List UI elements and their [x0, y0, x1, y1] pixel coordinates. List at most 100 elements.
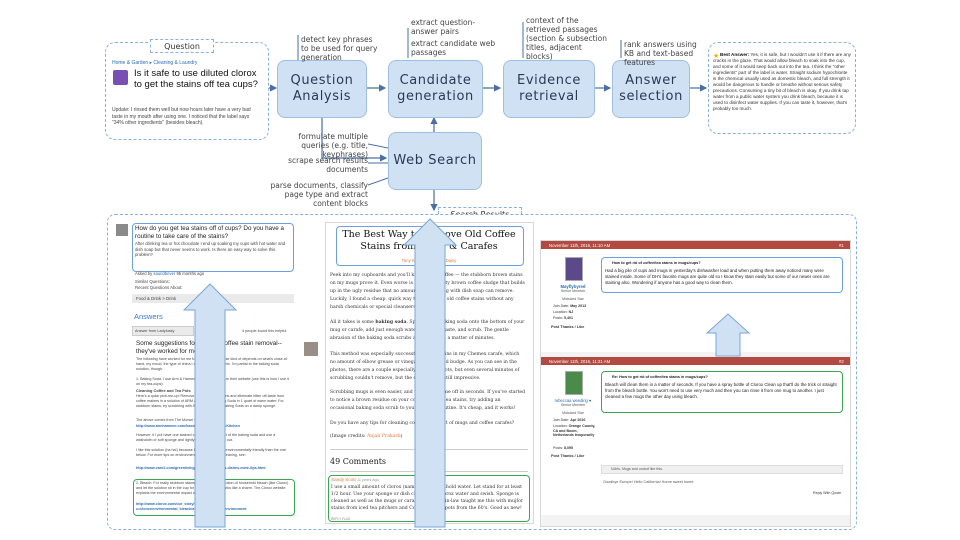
helpful-count: 4 people found this helpful: [242, 329, 287, 333]
user2-posts: Posts: 8,095: [553, 446, 573, 450]
post2-body: [541, 365, 850, 515]
answer-link-3[interactable]: http://www.clorox.com/our_story/article.…: [136, 502, 247, 511]
left-question-title: How do you get tea stains off of cups? D…: [135, 225, 285, 240]
user2-joined: Join Date: Apr 2016: [553, 418, 585, 422]
user2-avatar: [565, 371, 583, 395]
mid-divider-2: [330, 471, 528, 472]
question-breadcrumb[interactable]: Home & Garden ▸ Cleaning & Laundry: [112, 60, 198, 66]
left-question-box: [132, 223, 294, 272]
p2-pre: All it takes is some: [330, 320, 374, 325]
user1-posts-key: Posts:: [553, 316, 563, 320]
post2-content-box: [601, 371, 843, 413]
asked-time: 95 months ago: [176, 271, 205, 276]
asked-by-label: Asked by: [135, 271, 153, 276]
answer-title: Some suggestions for tea and coffee stai…: [136, 340, 282, 355]
answer-link-1[interactable]: http://www.armhammer.com/basics/tips.asp…: [136, 424, 240, 428]
comment-reply[interactable]: REPLY FLAG: [331, 517, 351, 521]
user2-posts-val: 8,095: [564, 446, 573, 450]
mid-paragraph-2: All it takes is some baking soda. Sprink…: [330, 319, 526, 343]
post1-number[interactable]: #1: [839, 242, 844, 248]
similar-questions: Similar Questions:: [135, 279, 170, 284]
likes-text: NJirls, Mugs and undorf like this.: [611, 466, 663, 471]
post1-thanks[interactable]: Post Thanks / Like: [551, 325, 585, 329]
user1-joined: Join Date: May 2013: [553, 304, 586, 308]
note-question-analysis: detect key phrases to be used for query …: [301, 35, 378, 62]
question-label: Question: [150, 39, 214, 53]
post1-title: How to get rid of coffee/tea stains in m…: [612, 261, 701, 265]
likes-bar: [601, 465, 843, 474]
user-avatar: [116, 224, 128, 236]
user1-rank: Senior Member: [560, 289, 586, 293]
post2-number[interactable]: #2: [839, 358, 844, 364]
credits-pre: (Image credits:: [330, 434, 366, 439]
user2-joined-key: Join Date:: [553, 418, 570, 422]
answer-body-5: However, if I put have one stained cup I…: [136, 433, 276, 442]
stage-evidence-retrieval: Evidence retrieval: [503, 60, 595, 118]
answer-body-4: The above comes from The Morsel website …: [136, 418, 211, 422]
user2-joined-val: Apr 2016: [570, 418, 586, 422]
stage-candidate-generation: Candidate generation: [388, 60, 483, 118]
answer-body-2: 1. Baking Soda. I use Arm & Hammer bakin…: [136, 377, 289, 386]
p2-bold: baking soda: [375, 320, 407, 325]
best-answer-body: Yes, it is safe, but I wouldn't use it i…: [713, 52, 851, 111]
post1-content-box: [601, 257, 843, 293]
post1-date: November 11th, 2016, 11:10 AM: [549, 242, 611, 248]
mid-doc-screenshot: The Best Way to Remove Old Coffee Stains…: [325, 222, 534, 524]
post2-header: [541, 357, 850, 365]
answer-link-2[interactable]: http://www.care2.com/greenliving/tips-ho…: [136, 466, 266, 470]
credits-post: ): [400, 434, 403, 439]
user2-posts-key: Posts:: [553, 446, 563, 450]
mid-paragraph-5: Do you have any tips for cleaning coffee…: [330, 421, 515, 426]
note-parse-documents: parse documents, classify page type and …: [270, 181, 368, 208]
signature: Goodbye Europe! Hello California! Home s…: [603, 480, 695, 484]
note-candidate-passages: extract candidate web passages: [411, 39, 496, 57]
commenter[interactable]: Sandy Scott: [331, 477, 356, 482]
left-question-text: After drinking tea or hot chocolate I en…: [135, 241, 286, 257]
mid-paragraph-3: This method was especially successful fo…: [330, 352, 520, 381]
user2-loc-val: Orange County, CA and Boom, Netherlands …: [553, 424, 596, 438]
post2-date: November 11th, 2016, 11:21 AM: [549, 358, 611, 364]
user1-posts-val: 5,401: [564, 316, 573, 320]
mid-paragraph-1: Peek into my cupboards and you'll know I…: [330, 273, 525, 310]
comment-text: I use a small amount of clorox (name bra…: [331, 485, 524, 511]
best-answer-panel: [708, 42, 856, 134]
answer-subheading: Cleaning Coffee and Tea Pots: [136, 388, 191, 393]
left-asked-by: Asked by saundbever 95 months ago: [135, 271, 285, 278]
post2-thanks[interactable]: Post Thanks / Like: [551, 454, 585, 458]
note-scrape-results: scrape search results documents: [288, 156, 368, 174]
mid-byline[interactable]: Tony Kessler Tree and Daisy: [401, 258, 457, 263]
left-doc-screenshot: How do you get tea stains off of cups? D…: [114, 222, 298, 518]
mid-paragraph-4: Scrubbing mugs is even easier, and the s…: [330, 390, 526, 411]
mid-image-credits: (Image credits: Anjali Prakash): [330, 434, 526, 439]
user1-loc-key: Location:: [553, 310, 568, 314]
category-text[interactable]: Food & Drink > Drink: [136, 296, 176, 301]
user2-name[interactable]: rebeccaa weeding ♥: [554, 398, 592, 403]
user1-name[interactable]: Mayflybyred: [560, 284, 586, 289]
best-answer-text: Best Answer: Yes, it is safe, but I woul…: [713, 52, 851, 112]
stage-web-search: Web Search: [388, 132, 482, 190]
comments-count: 49 Comments: [330, 457, 387, 466]
answers-heading: Answers: [134, 312, 163, 321]
answer-from: Answer from LadyIusky: [135, 329, 175, 333]
post1-header: [541, 241, 850, 249]
note-formulate-queries: formulate multiple queries (e.g. title, …: [298, 132, 369, 159]
user1-badge: Midsized Star: [562, 297, 584, 301]
mid-article-title: The Best Way to Remove Old Coffee Stains…: [342, 229, 516, 252]
user2-location: Location: Orange County, CA and Boom, Ne…: [553, 424, 599, 438]
yahoo-answer-icon: [113, 70, 128, 85]
answer-body-6: I like this solution (ha ha!) because I …: [136, 448, 286, 457]
user1-joined-key: Join Date:: [553, 304, 570, 308]
answer-body-1: The following have worked for me for the…: [136, 357, 287, 371]
credits-link[interactable]: Anjali Prakash: [366, 434, 401, 439]
reply-quote-button[interactable]: Reply With Quote: [813, 491, 842, 495]
post1-body: [541, 249, 850, 352]
asked-user[interactable]: saundbever: [153, 271, 176, 276]
user2-loc-key: Location:: [553, 424, 568, 428]
user2-rank: Senior Member: [560, 403, 586, 407]
question-update: Update: I rinsed them well but now hours…: [112, 107, 251, 126]
user1-avatar: [565, 257, 583, 281]
question-title: Is it safe to use diluted clorox to get …: [134, 68, 258, 90]
note-qa-pairs: extract question-answer pairs: [411, 18, 476, 36]
star-icon: ★: [713, 53, 720, 60]
